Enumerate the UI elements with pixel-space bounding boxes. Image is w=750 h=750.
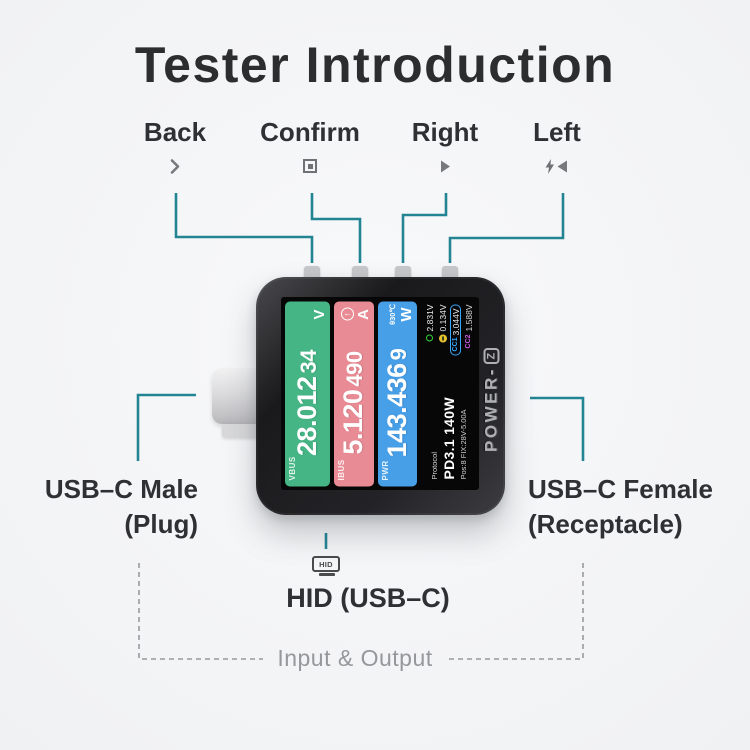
screen-content-rotated: VBUS 28.01234 V IBUS 5.120490 ↑ A PWR 14… — [281, 297, 479, 490]
cc2-label: CC2 — [465, 333, 473, 348]
usb-female-line1: USB–C Female — [528, 474, 713, 504]
label-right: Right — [411, 117, 479, 147]
power-z-tester-device: VBUS 28.01234 V IBUS 5.120490 ↑ A PWR 14… — [256, 277, 505, 515]
pwr-label: PWR — [380, 459, 390, 480]
cc2-value: 1.588V — [463, 304, 474, 331]
line-left-to-button4 — [448, 193, 565, 263]
arrow-up-circle-icon: ↑ — [340, 307, 354, 321]
pwr-value: 143.436 — [381, 362, 412, 457]
ibus-value: 5.120 — [338, 389, 369, 455]
device-button-confirm — [352, 266, 368, 279]
d-plus-green-ring-icon — [426, 333, 434, 341]
line-right-to-button3 — [401, 193, 448, 263]
usb-male-line1: USB–C Male — [44, 474, 198, 504]
vbus-unit: V — [311, 309, 329, 320]
vbus-row: VBUS 28.01234 V — [285, 301, 331, 486]
hid-monitor-icon: HID — [312, 556, 342, 580]
device-button-right — [395, 266, 411, 279]
line-female-port — [530, 396, 585, 461]
page-title: Tester Introduction — [134, 37, 616, 93]
protocol-label: Protocol — [430, 451, 440, 479]
input-output-annotation: Input & Output — [277, 645, 433, 671]
vbus-value: 28.012 — [292, 375, 323, 456]
line-confirm-to-button2 — [310, 193, 362, 263]
cc1-value: 3.044V — [450, 308, 461, 335]
line-back-to-button1 — [174, 193, 314, 263]
hid-icon-text: HID — [319, 559, 333, 569]
pwr-row: PWR 143.436 9 θ30℃ W — [377, 301, 417, 486]
d-minus-yellow-dot-icon — [438, 333, 447, 342]
protocol-info-panel: Protocol PD3.1 140W Pos:8 FIX:28V-5.00A … — [421, 301, 479, 486]
ibus-value-small: 490 — [342, 350, 368, 387]
label-confirm: Confirm — [260, 117, 360, 147]
device-screen: VBUS 28.01234 V IBUS 5.120490 ↑ A PWR 14… — [281, 297, 479, 490]
pwr-unit: W — [397, 306, 415, 322]
usb-male-line2: (Plug) — [124, 509, 198, 539]
label-back: Back — [143, 117, 207, 147]
d-plus-value: 2.831V — [424, 304, 435, 331]
bolt-triangle-left-icon — [536, 156, 576, 176]
d-minus-value: 0.134V — [437, 304, 448, 331]
cc1-reading: CC1 3.044V — [450, 304, 462, 394]
brand-logo: POWER- Z — [478, 329, 503, 471]
protocol-position: Pos:8 FIX:28V-5.00A — [459, 408, 469, 479]
device-button-left — [442, 266, 458, 279]
square-confirm-icon — [290, 156, 330, 176]
hid-annotation: HID (USB–C) — [286, 583, 450, 613]
label-left: Left — [533, 117, 581, 147]
chevron-right-icon — [155, 156, 195, 176]
cc1-label: CC1 — [452, 336, 460, 351]
pwr-value-small: 9 — [385, 348, 411, 360]
d-plus-reading: 2.831V — [424, 304, 436, 394]
temperature-readout: θ30℃ — [387, 303, 397, 325]
ibus-row: IBUS 5.120490 ↑ A — [334, 301, 374, 486]
brand-text: POWER- — [480, 367, 500, 452]
usb-c-male-plug-lip — [222, 424, 262, 437]
cc2-reading: CC2 1.588V — [463, 304, 475, 394]
vbus-label: VBUS — [288, 455, 297, 480]
usb-male-annotation: USB–C Male (Plug) — [30, 472, 198, 542]
d-minus-reading: 0.134V — [437, 304, 449, 394]
ibus-unit: A — [354, 308, 372, 320]
usb-female-line2: (Receptacle) — [528, 509, 683, 539]
usb-female-annotation: USB–C Female (Receptacle) — [528, 472, 728, 542]
ibus-label: IBUS — [337, 458, 347, 480]
protocol-value: PD3.1 140W — [441, 396, 458, 479]
brand-z-mark-icon: Z — [482, 348, 499, 365]
triangle-right-icon — [425, 156, 465, 176]
line-male-plug — [136, 393, 196, 461]
vbus-value-small: 34 — [296, 349, 322, 373]
dashed-input-left — [138, 563, 263, 660]
device-button-back — [304, 266, 320, 279]
